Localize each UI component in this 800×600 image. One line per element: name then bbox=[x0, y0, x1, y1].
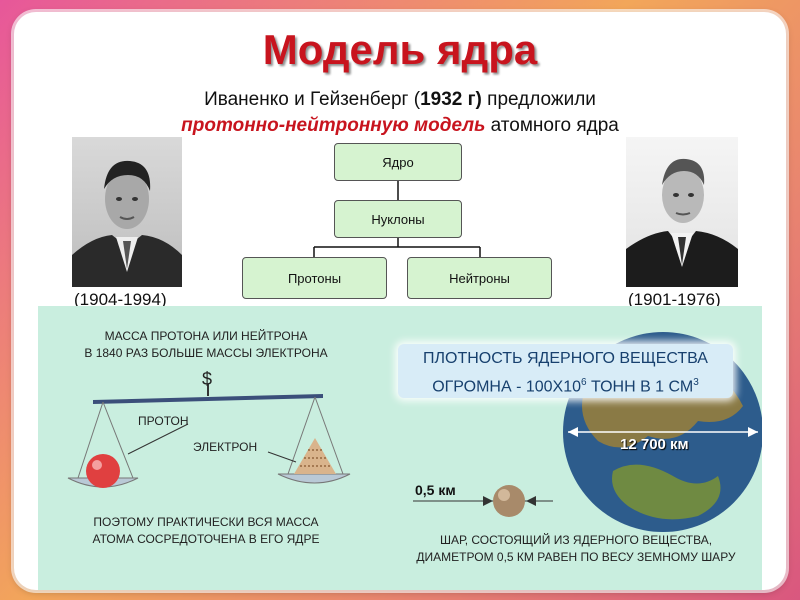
mass-conclusion-text: ПОЭТОМУ ПРАКТИЧЕСКИ ВСЯ МАССА АТОМА СОСР… bbox=[92, 515, 320, 546]
mass-ratio-text: МАССА ПРОТОНА ИЛИ НЕЙТРОНА В 1840 РАЗ БО… bbox=[84, 329, 328, 360]
years-left: (1904-1994) bbox=[74, 290, 167, 309]
node-nucleons: Нуклоны bbox=[334, 200, 462, 238]
node-nucleus: Ядро bbox=[334, 143, 462, 181]
portrait-ivanenko bbox=[72, 137, 182, 287]
ball-caption: ШАР, СОСТОЯЩИЙ ИЗ ЯДЕРНОГО ВЕЩЕСТВА, ДИА… bbox=[416, 533, 736, 564]
slide-title: Модель ядра bbox=[262, 26, 538, 73]
lower-panel: МАССА ПРОТОНА ИЛИ НЕЙТРОНА В 1840 РАЗ БО… bbox=[38, 306, 762, 590]
year-1932: 1932 г) bbox=[420, 89, 482, 110]
balance-pivot-symbol: $ bbox=[202, 369, 213, 389]
years-right: (1901-1976) bbox=[628, 290, 721, 309]
nuclear-ball bbox=[413, 485, 553, 517]
earth-diameter-label: 12 700 км bbox=[620, 436, 689, 453]
model-highlight: протонно-нейтронную модель bbox=[181, 115, 486, 136]
ball-diameter-label: 0,5 км bbox=[415, 482, 456, 498]
slide: Модель ядра Иваненко и Гейзенберг (1932 … bbox=[14, 12, 786, 590]
portrait-heisenberg bbox=[626, 137, 738, 287]
density-callout: ПЛОТНОСТЬ ЯДЕРНОГО ВЕЩЕСТВА ОГРОМНА - 10… bbox=[398, 344, 733, 398]
node-neutrons: Нейтроны bbox=[407, 257, 552, 299]
node-protons: Протоны bbox=[242, 257, 387, 299]
proton-label: ПРОТОН bbox=[138, 414, 189, 428]
subtitle-line-1: Иваненко и Гейзенберг (1932 г) предложил… bbox=[204, 89, 596, 110]
electron-label: ЭЛЕКТРОН bbox=[193, 440, 258, 454]
balance-scale bbox=[67, 384, 351, 488]
subtitle-line-2: протонно-нейтронную модель атомного ядра bbox=[181, 115, 619, 136]
